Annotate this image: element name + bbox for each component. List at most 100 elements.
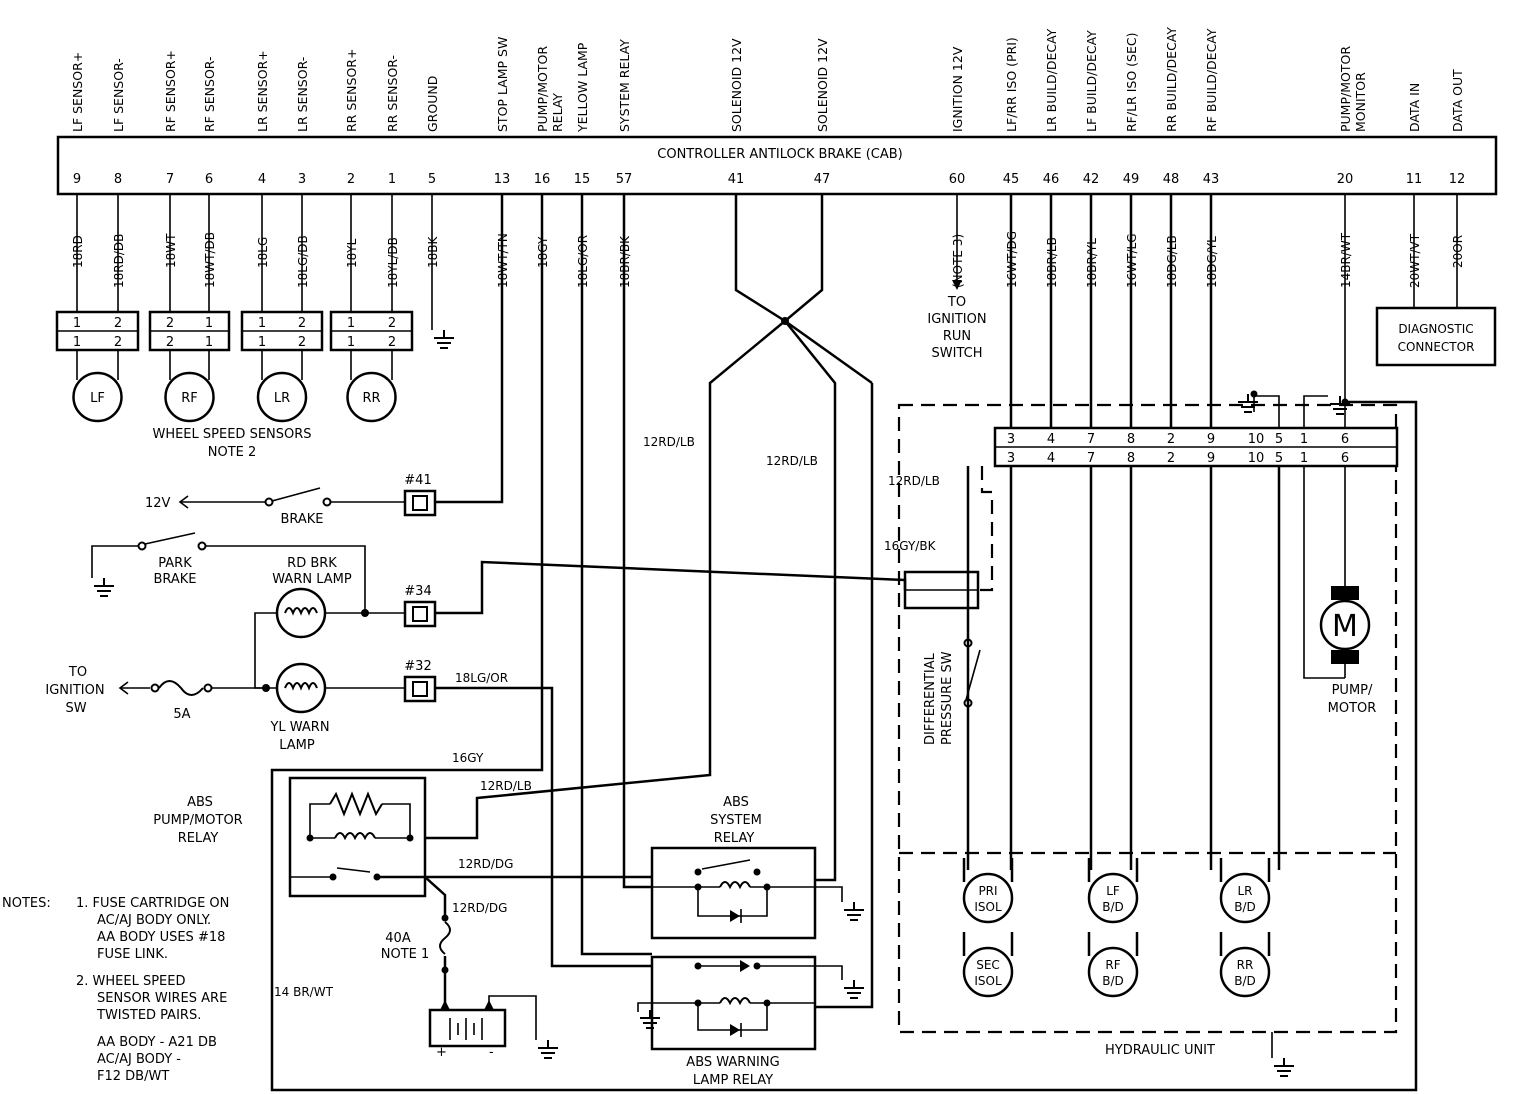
pin-label: RF BUILD/DECAY — [1204, 28, 1219, 132]
hydraulic-pin: 10 — [1248, 432, 1265, 447]
pin-label: RF/LR ISO (SEC) — [1124, 33, 1139, 132]
note-3-a: AA BODY - A21 DB — [97, 1035, 217, 1050]
note-3-c: F12 DB/WT — [97, 1069, 169, 1084]
pump-motor-symbol: M — [1332, 609, 1358, 644]
pin-number: 57 — [616, 172, 633, 187]
hydraulic-pin: 7 — [1087, 432, 1095, 447]
wire-label-16gy-bk: 16GY/BK — [884, 539, 937, 553]
pin-wire-color: 18RD — [71, 235, 85, 268]
valve-label: B/D — [1102, 974, 1124, 988]
pin-label-2: MONITOR — [1353, 72, 1368, 132]
pin-number: 41 — [728, 172, 745, 187]
hydraulic-unit-border — [897, 403, 1398, 1034]
valve-label: RF — [1105, 958, 1120, 972]
hydraulic-pin: 1 — [1300, 432, 1308, 447]
diagnostic-line1: DIAGNOSTIC — [1398, 322, 1473, 336]
diagnostic-line2: CONNECTOR — [1398, 340, 1475, 354]
rd-lamp-2: WARN LAMP — [272, 572, 352, 587]
pin-label: STOP LAMP SW — [495, 37, 510, 132]
sensor-pin: 2 — [114, 316, 122, 331]
valve-label: ISOL — [974, 900, 1002, 914]
pin-label: LR SENSOR- — [295, 57, 310, 132]
pin-number: 46 — [1043, 172, 1060, 187]
valve-label: B/D — [1234, 900, 1256, 914]
pin-label: RR BUILD/DECAY — [1164, 27, 1179, 132]
note-3-b: AC/AJ BODY - — [97, 1052, 181, 1067]
pin-label: IGNITION 12V — [950, 46, 965, 132]
hydraulic-pin: 8 — [1127, 432, 1135, 447]
pin-wire-color: 20WT/VT — [1408, 233, 1422, 288]
ignition-run-4: SWITCH — [932, 346, 983, 361]
note-1-a: 1. FUSE CARTRIDGE ON — [76, 896, 229, 911]
pin-number: 42 — [1083, 172, 1100, 187]
pin-number: 15 — [574, 172, 591, 187]
ign-sw-1: TO — [68, 665, 87, 680]
hydraulic-pin: 4 — [1047, 432, 1055, 447]
park-brake-1: PARK — [158, 556, 192, 571]
hydraulic-title: HYDRAULIC UNIT — [1105, 1043, 1215, 1058]
pin-label: RF SENSOR- — [202, 57, 217, 133]
pin-number: 16 — [534, 172, 551, 187]
label-12v: 12V — [145, 496, 171, 511]
pump-motor-line1: PUMP/ — [1332, 683, 1373, 698]
valve-label: B/D — [1102, 900, 1124, 914]
pin-label: SYSTEM RELAY — [617, 39, 632, 132]
hydraulic-pin: 4 — [1047, 451, 1055, 466]
pin-label: GROUND — [425, 76, 440, 132]
valve-label: RR — [1237, 958, 1254, 972]
pin-wire-color: 18YL — [345, 238, 359, 268]
sys-relay-1: ABS — [723, 795, 749, 810]
pin-number: 48 — [1163, 172, 1180, 187]
battery — [428, 1008, 507, 1048]
sensor-pin: 1 — [258, 316, 266, 331]
pin-number: 47 — [814, 172, 831, 187]
pin-label: SOLENOID 12V — [815, 38, 830, 132]
valve-label: LF — [1106, 884, 1120, 898]
diagnostic-connector — [1375, 306, 1497, 367]
pin-label: PUMP/MOTOR — [535, 46, 550, 132]
pin-number: 43 — [1203, 172, 1220, 187]
hydraulic-pin: 3 — [1007, 432, 1015, 447]
pin-number: 9 — [73, 172, 81, 187]
ground-symbol — [433, 329, 455, 349]
pin-number: 11 — [1406, 172, 1423, 187]
wire-label-12rd-lb-a: 12RD/LB — [643, 435, 695, 449]
pin-number: 3 — [298, 172, 306, 187]
pin-label: YELLOW LAMP — [575, 42, 590, 133]
sensor-pin: 1 — [205, 316, 213, 331]
pin-number: 5 — [428, 172, 436, 187]
abs-system-relay — [650, 846, 817, 940]
pin-number: 6 — [205, 172, 213, 187]
hydraulic-pin: 6 — [1341, 432, 1349, 447]
wire-label-12rd-dg-b: 12RD/DG — [452, 901, 507, 915]
note-2-c: TWISTED PAIRS. — [96, 1008, 201, 1023]
pin-wire-color: 14BR/WT — [1339, 232, 1353, 288]
pin-label: LF SENSOR- — [111, 58, 126, 132]
ignition-run-1: TO — [947, 295, 966, 310]
wire-label-12rd-lb-d: 12RD/LB — [480, 779, 532, 793]
pump-relay-1: ABS — [187, 795, 213, 810]
pin-number: 12 — [1449, 172, 1466, 187]
pin-number: 4 — [258, 172, 266, 187]
pin-number: 1 — [388, 172, 396, 187]
pin-number: 7 — [166, 172, 174, 187]
pump-relay-2: PUMP/MOTOR — [153, 813, 242, 828]
notes-heading: NOTES: — [2, 896, 51, 911]
sensor-lf: LF — [90, 391, 105, 406]
sys-relay-2: SYSTEM — [710, 813, 762, 828]
sensor-pin: 2 — [388, 316, 396, 331]
pump-motor-line2: MOTOR — [1328, 701, 1377, 716]
sensor-pin: 1 — [73, 316, 81, 331]
hydraulic-pin: 3 — [1007, 451, 1015, 466]
sensor-rr: RR — [362, 391, 380, 406]
park-brake-2: BRAKE — [153, 572, 196, 587]
sensor-lr: LR — [274, 391, 290, 406]
pin-label: SOLENOID 12V — [729, 38, 744, 132]
pin-wire-color: 18BK — [426, 235, 440, 268]
sensor-pin: 1 — [347, 335, 355, 350]
pin-wire-color: 18RD/DB — [112, 234, 126, 288]
